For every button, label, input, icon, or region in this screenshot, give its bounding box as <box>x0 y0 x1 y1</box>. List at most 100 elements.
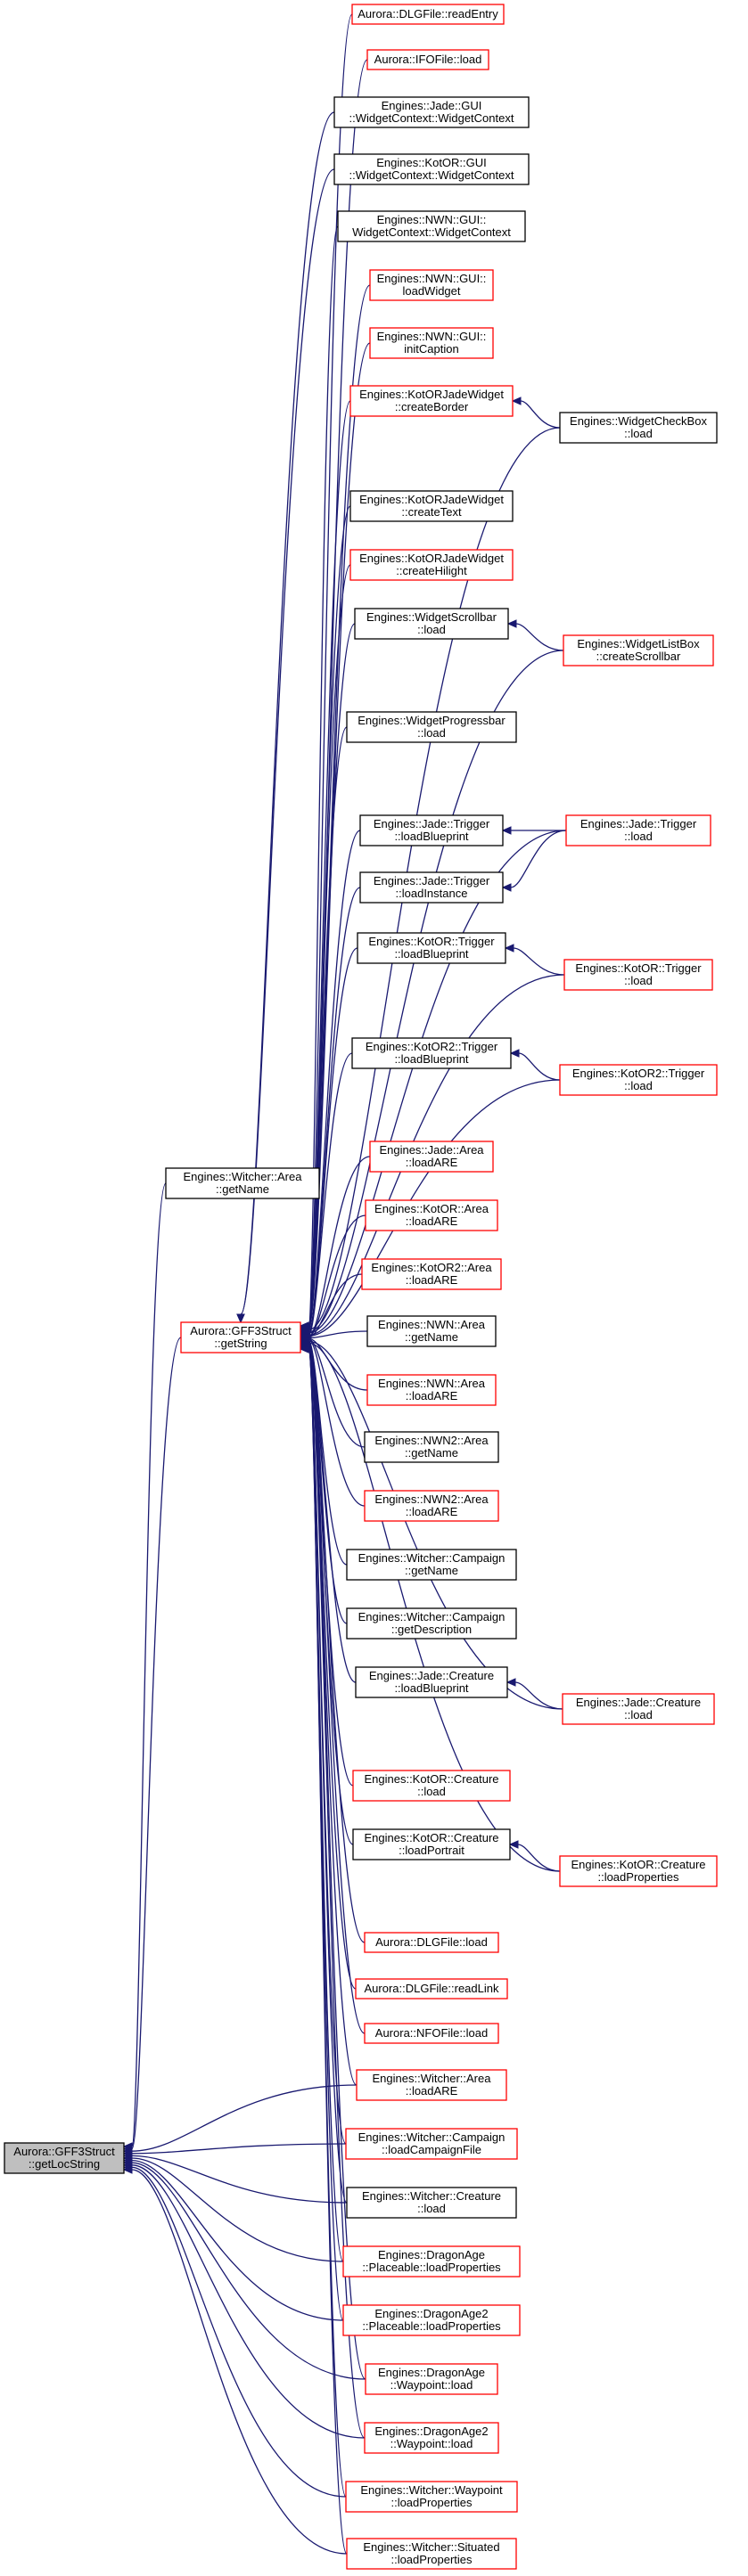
node-jade-trigger-loadinstance[interactable]: Engines::Jade::Trigger::loadInstance <box>359 871 504 904</box>
node-label-line: Engines::WidgetScrollbar <box>366 610 497 624</box>
node-label-line: ::loadProperties <box>597 1870 679 1884</box>
node-witcher-area-loadare[interactable]: Engines::Witcher::Area::loadARE <box>356 2069 507 2101</box>
node-widgetlistbox-createscrollbar[interactable]: Engines::WidgetListBox::createScrollbar <box>563 634 714 666</box>
node-label-line: Engines::Witcher::Area <box>373 2072 492 2085</box>
node-witcher-creature-load[interactable]: Engines::Witcher::Creature::load <box>346 2187 517 2219</box>
node-widgetscrollbar-load[interactable]: Engines::WidgetScrollbar::load <box>354 608 509 640</box>
node-label-line: Engines::Jade::Trigger <box>580 817 697 830</box>
edge-jade-trigger-load-to-getstring <box>308 830 567 1334</box>
node-nwn2-area-getname[interactable]: Engines::NWN2::Area::getName <box>364 1431 499 1463</box>
node-witcher-waypoint-loadproperties[interactable]: Engines::Witcher::Waypoint::loadProperti… <box>345 2481 518 2513</box>
edge-kotor2-area-loadare-to-getstring <box>308 1273 363 1338</box>
arrowhead-jade-trigger-load-to-jade-trigger-loadinstance <box>501 883 512 892</box>
node-label-line: Engines::KotOR2::Trigger <box>572 1067 705 1080</box>
node-box <box>352 1828 511 1860</box>
node-kotor-widgetcontext[interactable]: Engines::KotOR::GUI::WidgetContext::Widg… <box>333 153 530 185</box>
node-label-line: ::load <box>417 623 446 636</box>
edge-kotor-area-loadare-to-getstring <box>308 1214 366 1338</box>
node-label-line: Engines::KotOR::Trigger <box>368 935 495 948</box>
node-nwn-area-loadare[interactable]: Engines::NWN::Area::loadARE <box>366 1374 497 1406</box>
node-kotorjade-createhilight[interactable]: Engines::KotORJadeWidget::createHilight <box>349 549 514 581</box>
node-label-line: ::loadInstance <box>396 887 468 900</box>
node-box <box>364 1932 499 1953</box>
node-label-line: Engines::WidgetProgressbar <box>358 714 506 727</box>
node-label-line: Engines::KotOR::GUI <box>376 156 487 169</box>
edge-widgetprogressbar-load-to-getstring <box>308 726 348 1333</box>
node-widgetcheckbox-load[interactable]: Engines::WidgetCheckBox::load <box>559 412 718 444</box>
node-nwn-widgetcontext[interactable]: Engines::NWN::GUI::WidgetContext::Widget… <box>337 210 526 242</box>
node-dragonage2-placeable-loadproperties[interactable]: Engines::DragonAge2::Placeable::loadProp… <box>342 2304 521 2336</box>
node-box <box>364 1490 499 1522</box>
node-kotor-area-loadare[interactable]: Engines::KotOR::Area::loadARE <box>365 1199 498 1231</box>
node-nwn-loadwidget[interactable]: Engines::NWN::GUI::loadWidget <box>369 269 494 301</box>
arrowhead-widgetcheckbox-load-to-kotorjade-createborder <box>511 397 522 405</box>
node-nwn2-area-loadare[interactable]: Engines::NWN2::Area::loadARE <box>364 1490 499 1522</box>
node-jade-widgetcontext[interactable]: Engines::Jade::GUI::WidgetContext::Widge… <box>333 96 530 128</box>
node-kotor-trigger-load[interactable]: Engines::KotOR::Trigger::load <box>563 959 713 991</box>
node-label-line: ::Placeable::loadProperties <box>362 2319 501 2333</box>
node-label-line: Engines::NWN::GUI:: <box>377 330 487 343</box>
node-box <box>563 959 713 991</box>
edge-witcher-campaign-loadcampaignfile-to-getlocstring <box>131 2143 347 2155</box>
node-dragonage-placeable-loadproperties[interactable]: Engines::DragonAge::Placeable::loadPrope… <box>342 2245 521 2278</box>
node-box <box>364 2422 499 2454</box>
node-box <box>349 490 514 522</box>
node-witcher-campaign-getname[interactable]: Engines::Witcher::Campaign::getName <box>346 1549 517 1581</box>
node-witcher-situated-loadproperties[interactable]: Engines::Witcher::Situated::loadProperti… <box>346 2538 517 2570</box>
node-kotor-trigger-loadblueprint[interactable]: Engines::KotOR::Trigger::loadBlueprint <box>357 932 506 964</box>
node-widgetprogressbar-load[interactable]: Engines::WidgetProgressbar::load <box>346 711 517 743</box>
node-kotor2-trigger-loadblueprint[interactable]: Engines::KotOR2::Trigger::loadBlueprint <box>351 1037 512 1069</box>
node-label-line: ::loadCampaignFile <box>382 2143 481 2156</box>
node-kotor-creature-loadproperties[interactable]: Engines::KotOR::Creature::loadProperties <box>559 1855 718 1887</box>
node-box <box>351 4 505 25</box>
node-label-line: ::loadARE <box>406 1389 458 1402</box>
node-dlg-readentry[interactable]: Aurora::DLGFile::readEntry <box>351 4 505 25</box>
node-getstring[interactable]: Aurora::GFF3Struct::getString <box>180 1321 301 1353</box>
node-label-line: ::WidgetContext::WidgetContext <box>349 168 514 182</box>
node-box <box>366 1315 497 1347</box>
node-witcher-campaign-loadcampaignfile[interactable]: Engines::Witcher::Campaign::loadCampaign… <box>345 2128 518 2160</box>
node-kotorjade-createtext[interactable]: Engines::KotORJadeWidget::createText <box>349 490 514 522</box>
node-ifo-load[interactable]: Aurora::IFOFile::load <box>366 49 489 70</box>
node-kotor-creature-load[interactable]: Engines::KotOR::Creature::load <box>352 1770 511 1802</box>
edge-kotor-trigger-load-to-kotor-trigger-loadblueprint <box>513 947 565 976</box>
node-label-line: ::load <box>417 726 446 740</box>
node-label-line: Aurora::NFOFile::load <box>375 2026 488 2040</box>
node-jade-creature-loadblueprint[interactable]: Engines::Jade::Creature::loadBlueprint <box>355 1666 508 1698</box>
edge-getstring-to-getlocstring <box>131 1337 182 2150</box>
node-nfo-load[interactable]: Aurora::NFOFile::load <box>364 2023 499 2044</box>
node-kotor-creature-loadportrait[interactable]: Engines::KotOR::Creature::loadPortrait <box>352 1828 511 1860</box>
edge-nwn-area-getname-to-getstring <box>308 1330 368 1339</box>
node-label-line: ::getName <box>405 1564 458 1577</box>
node-label-line: Engines::KotOR::Creature <box>364 1772 498 1786</box>
node-nwn-area-getname[interactable]: Engines::NWN::Area::getName <box>366 1315 497 1347</box>
node-label-line: ::loadPortrait <box>399 1844 464 1857</box>
node-label-line: Engines::Witcher::Campaign <box>358 1610 506 1623</box>
node-box <box>365 2363 498 2395</box>
node-label-line: Engines::Witcher::Campaign <box>358 1551 506 1565</box>
node-jade-creature-load[interactable]: Engines::Jade::Creature::load <box>562 1693 715 1725</box>
node-dragonage2-waypoint-load[interactable]: Engines::DragonAge2::Waypoint::load <box>364 2422 499 2454</box>
edge-jade-creature-loadblueprint-to-getstring <box>308 1340 357 1683</box>
node-witcher-area-getname[interactable]: Engines::Witcher::Area::getName <box>165 1167 320 1199</box>
edge-dlg-readentry-to-getstring <box>308 13 353 1327</box>
node-box <box>359 814 504 846</box>
node-jade-trigger-loadblueprint[interactable]: Engines::Jade::Trigger::loadBlueprint <box>359 814 504 846</box>
node-dlg-load[interactable]: Aurora::DLGFile::load <box>364 1932 499 1953</box>
node-label-line: ::getName <box>216 1182 269 1196</box>
node-label-line: Engines::DragonAge <box>378 2366 485 2379</box>
node-dragonage-waypoint-load[interactable]: Engines::DragonAge::Waypoint::load <box>365 2363 498 2395</box>
node-dlg-readlink[interactable]: Aurora::DLGFile::readLink <box>355 1978 508 1999</box>
edge-dragonage2-waypoint-load-to-getlocstring <box>131 2164 366 2439</box>
node-witcher-campaign-getdescription[interactable]: Engines::Witcher::Campaign::getDescripti… <box>346 1607 517 1640</box>
node-kotor2-area-loadare[interactable]: Engines::KotOR2::Area::loadARE <box>361 1258 502 1290</box>
node-kotorjade-createborder[interactable]: Engines::KotORJadeWidget::createBorder <box>349 385 514 417</box>
node-jade-area-loadare[interactable]: Engines::Jade::Area::loadARE <box>369 1141 494 1173</box>
node-jade-trigger-load[interactable]: Engines::Jade::Trigger::load <box>565 814 711 846</box>
edge-witcher-situated-loadproperties-to-getstring <box>308 1348 348 2555</box>
node-label-line: Engines::Witcher::Situated <box>363 2540 499 2554</box>
node-nwn-initcaption[interactable]: Engines::NWN::GUI::initCaption <box>369 327 494 359</box>
node-box <box>565 814 711 846</box>
node-kotor2-trigger-load[interactable]: Engines::KotOR2::Trigger::load <box>559 1064 718 1096</box>
